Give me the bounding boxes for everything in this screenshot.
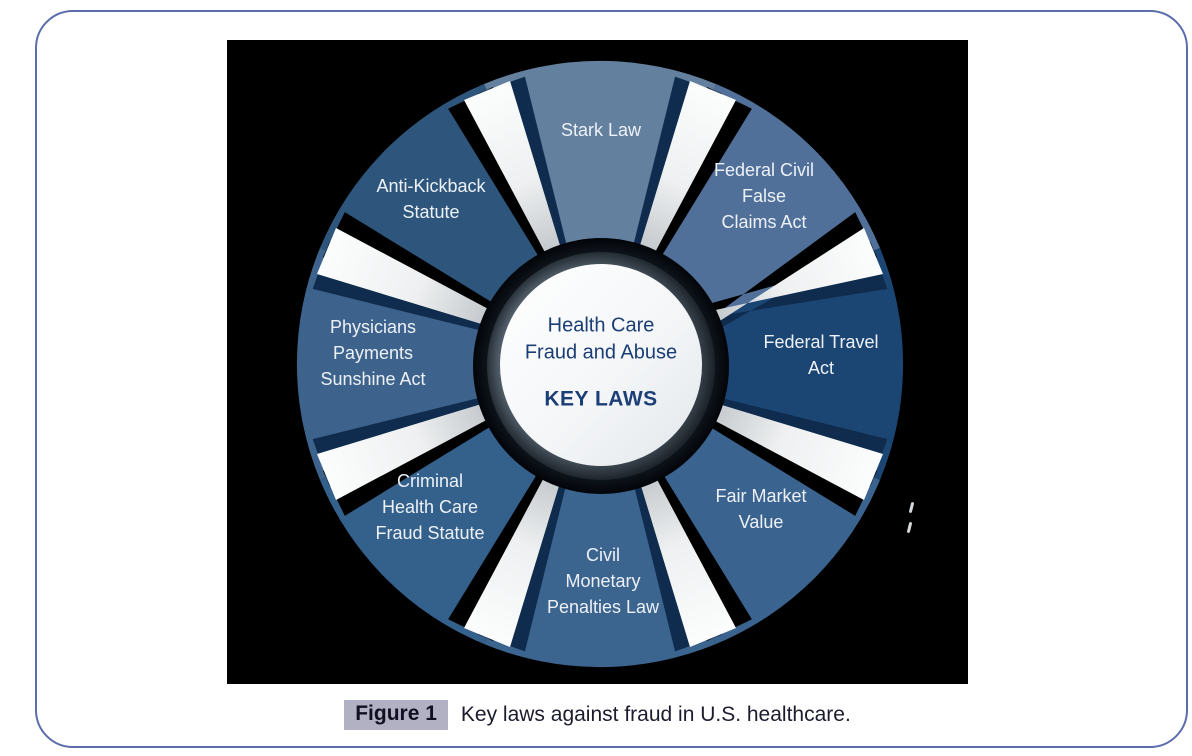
fraud-wheel-svg <box>296 60 904 668</box>
figure-caption-text: Key laws against fraud in U.S. healthcar… <box>460 703 851 726</box>
figure-caption: Figure 1 Key laws against fraud in U.S. … <box>227 698 968 732</box>
hub-face-circle <box>500 264 702 466</box>
figure-image: Stark Law Federal Civil False Claims Act… <box>227 40 968 684</box>
figure-caption-tag: Figure 1 <box>344 700 448 730</box>
